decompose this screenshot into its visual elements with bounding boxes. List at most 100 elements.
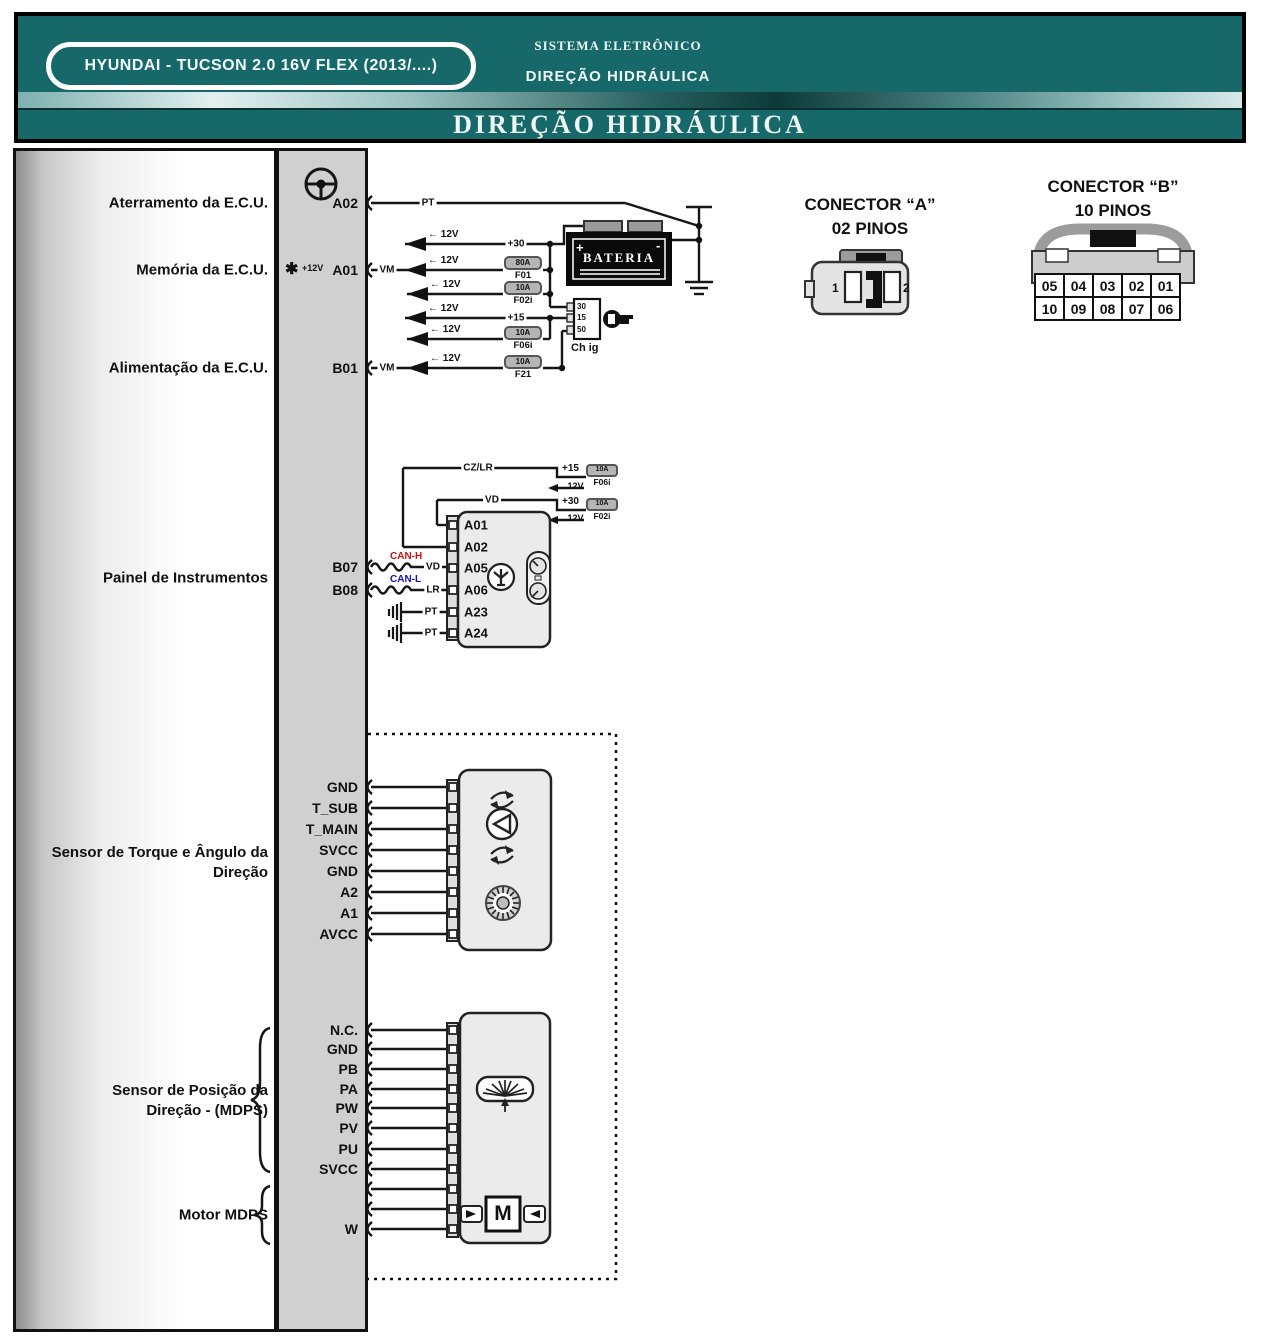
wire-label-pt: PT xyxy=(419,197,437,209)
ecu-pin-b07: B07 xyxy=(332,559,358,575)
instrument-cluster-icon xyxy=(526,551,551,605)
supply-12v-1: ← 12V xyxy=(428,229,459,240)
connector-b-pin-08: 08 xyxy=(1092,296,1123,321)
component-boxes xyxy=(446,510,553,1245)
can-h-label: CAN-H xyxy=(390,551,423,562)
label-instrument-cluster: Painel de Instrumentos xyxy=(102,569,268,587)
wire-label-vm-b01: VM xyxy=(377,362,397,374)
ecu-pin-gnd1: GND xyxy=(326,779,358,795)
connector-b-pin-05: 05 xyxy=(1034,273,1065,298)
connector-b-pin-03: 03 xyxy=(1092,273,1123,298)
connector-b-pin-06: 06 xyxy=(1150,296,1181,321)
left-label-panel xyxy=(13,148,277,1332)
ecu-pin-tsub: T_SUB xyxy=(312,800,358,816)
shield-ground-icon xyxy=(387,602,403,643)
ecu-pin-pv: PV xyxy=(339,1120,358,1136)
supply-12v-3: ← 12V xyxy=(430,279,461,290)
cluster-plus15: +15 xyxy=(562,463,579,474)
fuse-f21-name: F21 xyxy=(514,369,532,380)
battery-label: BATERIA xyxy=(582,250,656,265)
wire-label-lr-can: LR xyxy=(424,584,442,596)
torque-rotation-icon xyxy=(485,790,519,865)
junction-dots xyxy=(546,222,703,372)
connector-b-pin-07: 07 xyxy=(1121,296,1152,321)
connector-b-title: CONECTOR “B” xyxy=(1047,177,1179,196)
cluster-pin-a06: A06 xyxy=(464,582,488,598)
fuse-f21: 10A F21 xyxy=(503,355,543,380)
ecu-pin-b01: B01 xyxy=(332,360,358,376)
cluster-plus30: +30 xyxy=(562,496,579,507)
supply-12v-4: ← 12V xyxy=(428,303,459,314)
fuse-f02: 10A F02i xyxy=(503,281,543,306)
fuse-f01: 80A F01 xyxy=(503,256,543,281)
ecu-pin-a02: A02 xyxy=(332,195,358,211)
fuse-f06-name: F06i xyxy=(513,340,533,351)
fuse-f02-cluster: 10A F02i xyxy=(585,498,619,521)
wire-label-vd-a01: VD xyxy=(483,494,501,506)
label-braces xyxy=(250,1026,271,1246)
system-label: SISTEMA ELETRÔNICO xyxy=(534,38,702,53)
ecu-pin-a01: A01 xyxy=(332,262,358,278)
fuse-f06-amp: 10A xyxy=(504,326,542,340)
angle-sensor-gear-icon xyxy=(485,885,521,921)
battery-plus: + xyxy=(576,240,584,255)
cluster-pin-a23: A23 xyxy=(464,604,488,620)
cluster-pin-a01: A01 xyxy=(464,517,488,533)
connector-a-pin-1: 1 xyxy=(832,281,839,295)
motor-m-label: M xyxy=(494,1202,512,1225)
connector-a-icon xyxy=(804,249,910,316)
ecu-pin-nc: N.C. xyxy=(330,1022,358,1038)
wire-label-czlr: CZ/LR xyxy=(461,462,495,474)
header-top: HYUNDAI - TUCSON 2.0 16V FLEX (2013/....… xyxy=(18,16,1242,92)
label-torque-sensor: Sensor de Torque e Ângulo da Direção xyxy=(51,844,268,881)
subsystem-label: DIREÇÃO HIDRÁULICA xyxy=(525,68,711,85)
vehicle-model-badge: HYUNDAI - TUCSON 2.0 16V FLEX (2013/....… xyxy=(46,42,476,90)
fuse-f21-amp: 10A xyxy=(504,355,542,369)
ecu-pin-pu: PU xyxy=(338,1141,358,1157)
fuse-f06-cluster: 10A F06i xyxy=(585,464,619,487)
battery-minus: - xyxy=(656,238,661,253)
ecu-pin-gnd3: GND xyxy=(326,1041,358,1057)
fuse-f02-name: F02i xyxy=(513,295,533,306)
connector-b-pin-10: 10 xyxy=(1034,296,1065,321)
connector-b-pin-04: 04 xyxy=(1063,273,1094,298)
header: HYUNDAI - TUCSON 2.0 16V FLEX (2013/....… xyxy=(14,12,1246,143)
fuse-f06: 10A F06i xyxy=(503,326,543,351)
label-ecu-memory: Memória da E.C.U. xyxy=(136,261,268,279)
wire-label-vd-can: VD xyxy=(424,561,442,573)
ecu-pin-w: W xyxy=(344,1221,358,1237)
fuse-f02-amp: 10A xyxy=(504,281,542,295)
ecu-pin-pw: PW xyxy=(335,1100,358,1116)
ecu-pin-a2: A2 xyxy=(340,884,358,900)
header-gradient-strip xyxy=(18,92,1242,108)
connector-b-subtitle: 10 PINOS xyxy=(1074,201,1152,220)
fuse-f06-cluster-name: F06i xyxy=(593,477,611,487)
wire-label-plus30: +30 xyxy=(505,238,527,250)
wire-label-vm-a01: VM xyxy=(377,264,397,276)
wire-label-plus15: +15 xyxy=(505,312,527,324)
supply-12v-2: ← 12V xyxy=(428,255,459,266)
label-position-sensor: Sensor de Posição da Direção - (MDPS) xyxy=(112,1082,268,1119)
torque-sensor-wires xyxy=(371,785,448,936)
mdps-wires xyxy=(371,1028,448,1231)
label-motor-mdps: Motor MDPS xyxy=(178,1206,268,1224)
connector-b-pin-02: 02 xyxy=(1121,273,1152,298)
supply-arrowheads xyxy=(405,237,558,524)
ecu-pin-svcc1: SVCC xyxy=(319,842,358,858)
ignition-terminal-50: 50 xyxy=(577,325,586,334)
star-icon: ✱ xyxy=(285,261,299,278)
ground-icon xyxy=(685,280,713,296)
ignition-label: Ch ig xyxy=(571,342,599,354)
ecu-pin-svcc2: SVCC xyxy=(319,1161,358,1177)
steering-wheel-icon xyxy=(304,167,338,201)
cluster-pin-a05: A05 xyxy=(464,560,488,576)
ecu-column xyxy=(276,148,368,1332)
cluster-12v-2: ← 12V xyxy=(556,513,584,523)
cluster-pin-a24: A24 xyxy=(464,625,488,641)
wire-label-pt-a23: PT xyxy=(422,606,440,618)
can-l-label: CAN-L xyxy=(390,574,422,585)
cluster-pin-a02: A02 xyxy=(464,539,488,555)
ecu-pin-tmain: T_MAIN xyxy=(305,821,358,837)
ecu-pin-gnd2: GND xyxy=(326,863,358,879)
